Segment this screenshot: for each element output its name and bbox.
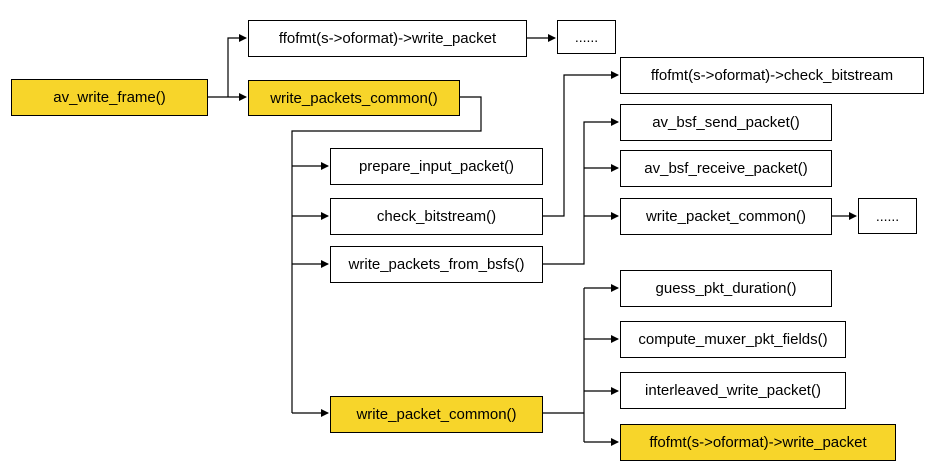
edge-check-bitstream-to-ffofmt-check-bitstream [543,71,619,217]
node-av-bsf-send-packet: av_bsf_send_packet() [620,104,832,141]
node-ffofmt-check-bitstream: ffofmt(s->oformat)->check_bitstream [620,57,924,94]
node-write-packets-from-bsfs: write_packets_from_bsfs() [330,246,543,283]
node-compute-muxer-pkt-fields: compute_muxer_pkt_fields() [620,321,846,358]
node-guess-pkt-duration: guess_pkt_duration() [620,270,832,307]
edge-write-packets-from-bsfs-trunk [543,118,619,265]
node-ellipsis-right: ...... [858,198,917,234]
node-ellipsis-top: ...... [557,20,616,54]
node-av-bsf-receive-packet: av_bsf_receive_packet() [620,150,832,187]
node-ffofmt-write-packet-top: ffofmt(s->oformat)->write_packet [248,20,527,57]
node-write-packets-common: write_packets_common() [248,80,460,116]
node-write-packet-common-right: write_packet_common() [620,198,832,235]
edge-write-packets-common-trunk [291,96,482,413]
node-prepare-input-packet: prepare_input_packet() [330,148,543,185]
node-check-bitstream: check_bitstream() [330,198,543,235]
node-write-packet-common-lower: write_packet_common() [330,396,543,433]
node-ffofmt-write-packet-bottom: ffofmt(s->oformat)->write_packet [620,424,896,461]
node-av-write-frame: av_write_frame() [11,79,208,116]
node-interleaved-write-packet: interleaved_write_packet() [620,372,846,409]
edge-av-write-frame-to-ffofmt-write-packet [227,34,247,97]
